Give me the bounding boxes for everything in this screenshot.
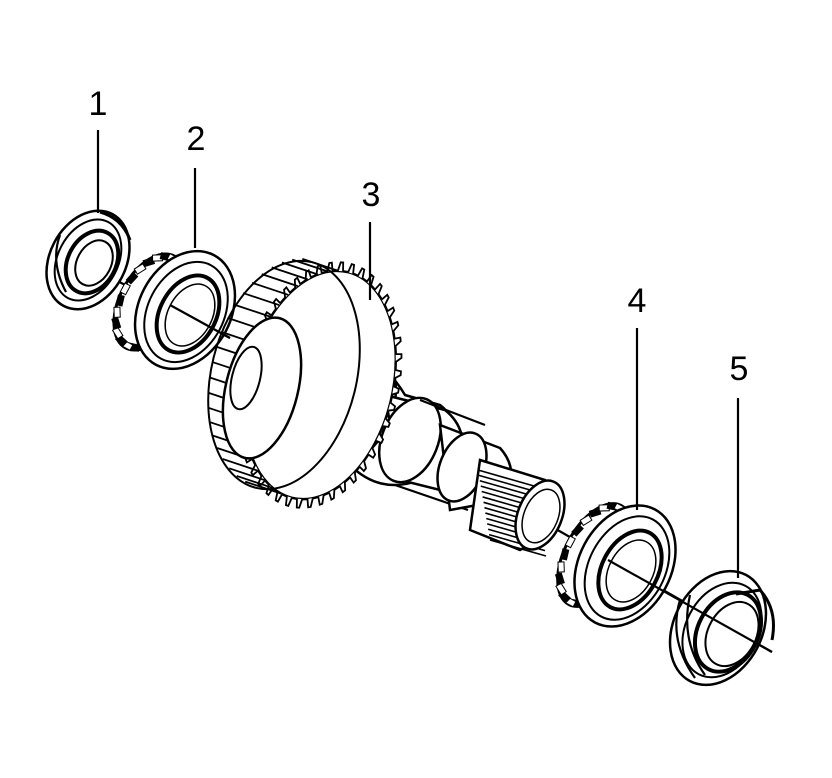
part-1-seal bbox=[45, 209, 132, 311]
part-5-seal bbox=[668, 569, 775, 687]
part-4-roller-bearing bbox=[554, 501, 677, 628]
callout-1: 1 bbox=[89, 85, 108, 123]
callout-2: 2 bbox=[187, 120, 206, 158]
callout-5: 5 bbox=[730, 350, 749, 388]
part-3-gear-shaft bbox=[207, 258, 566, 557]
axis-through-bearing-2 bbox=[169, 304, 231, 339]
callout-3: 3 bbox=[362, 176, 381, 214]
callout-4: 4 bbox=[628, 282, 647, 320]
axis-through-bearing-4 bbox=[607, 559, 773, 653]
